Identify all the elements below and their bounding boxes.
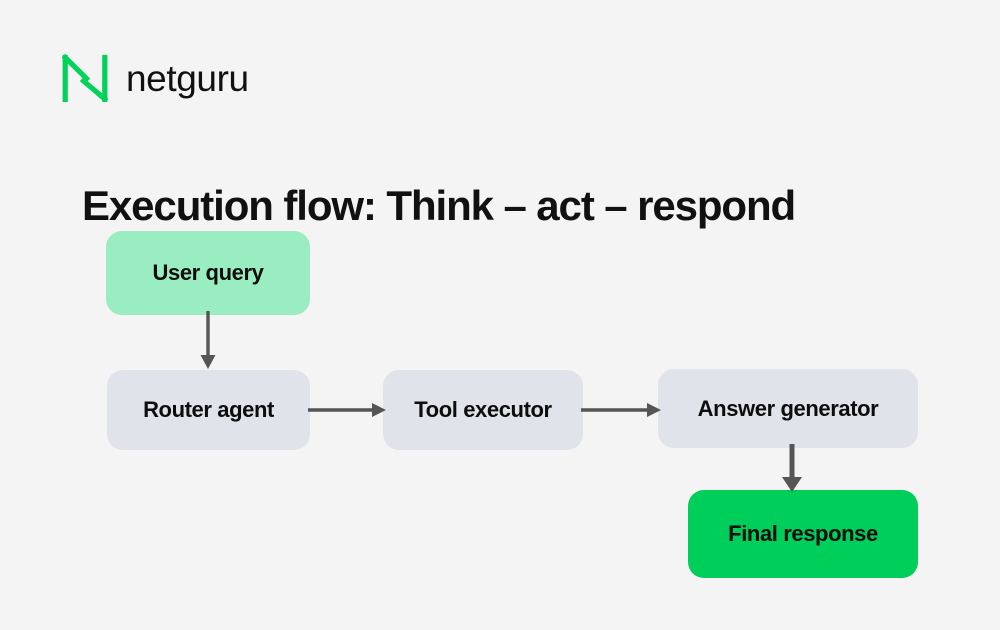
flow-node-tool-executor[interactable]: Tool executor [383,370,583,450]
page-title: Execution flow: Think – act – respond [82,182,796,230]
flow-node-label: Router agent [143,397,274,422]
flow-node-label: User query [152,260,264,285]
arrow-user-query-to-router-agent [200,311,216,369]
arrow-answer-generator-to-final-response [782,444,802,492]
arrow-tool-executor-to-answer-generator [581,403,661,417]
flow-node-user-query[interactable]: User query [106,231,310,315]
netguru-n-logo-icon [62,54,108,102]
arrow-router-agent-to-tool-executor [308,403,386,417]
brand-name: netguru [126,57,249,99]
flow-node-label: Tool executor [414,397,552,422]
flow-node-label: Answer generator [697,395,879,421]
flow-node-answer-generator[interactable]: Answer generator [658,369,918,448]
flow-node-label: Final response [728,521,878,546]
brand-logo: netguru [62,54,249,102]
flow-node-final-response[interactable]: Final response [688,490,918,578]
flow-node-router-agent[interactable]: Router agent [107,370,310,450]
